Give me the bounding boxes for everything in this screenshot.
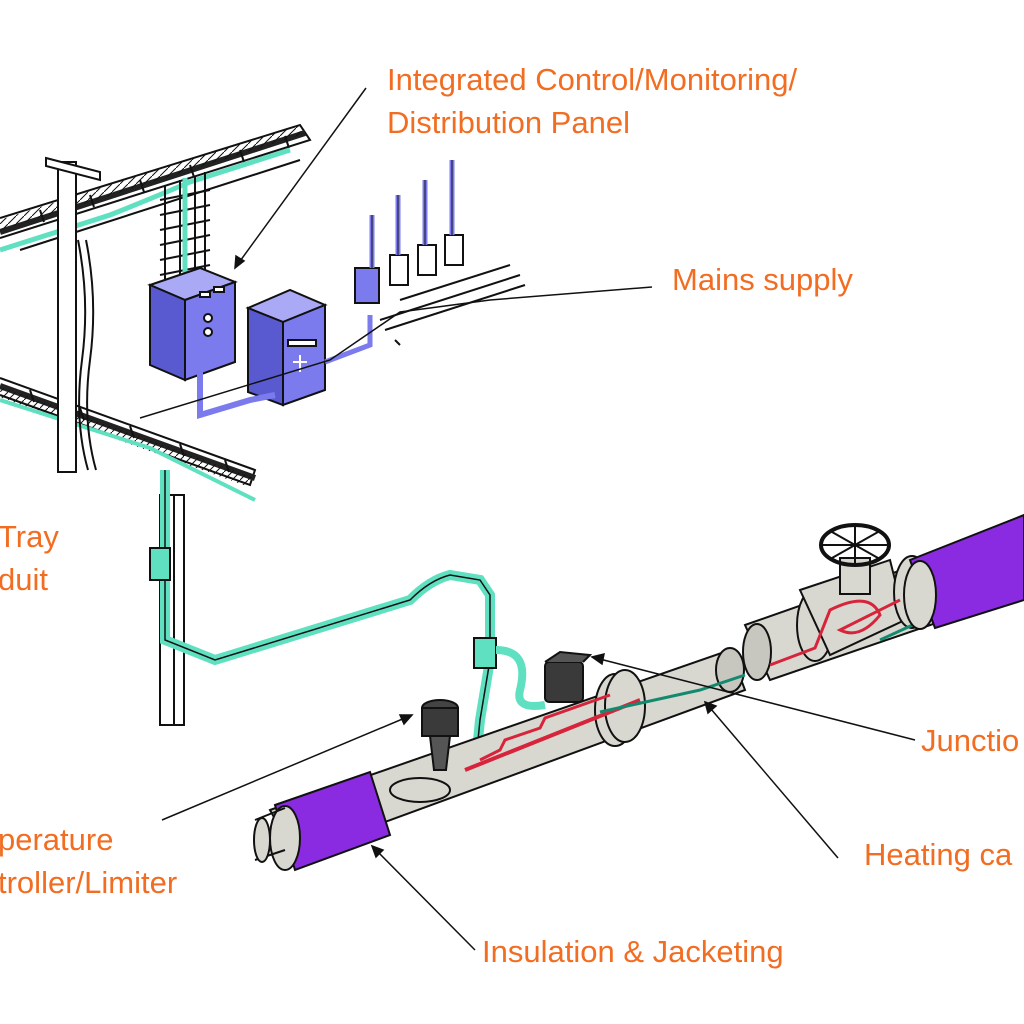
control-panel	[147, 266, 238, 382]
distribution-cabinet	[245, 288, 328, 407]
heating-cable-label: Heating ca	[864, 837, 1013, 872]
upper-tray-conduit	[0, 147, 291, 253]
temp-label-line2: troller/Limiter	[0, 865, 178, 901]
lower-cable-tray	[0, 377, 257, 487]
support-column	[45, 156, 101, 473]
valve-handwheel	[819, 523, 891, 567]
mains-label: Mains supply	[672, 262, 853, 297]
junction-box-drop	[149, 547, 171, 581]
tray-label-line2: duit	[0, 562, 48, 598]
upper-cable-tray	[0, 123, 312, 251]
pipe-junction-box	[544, 650, 593, 703]
junction-box-field	[473, 637, 497, 669]
junction-label: Junctio	[921, 723, 1020, 758]
temperature-controller	[389, 699, 459, 803]
insulation-left	[253, 770, 392, 872]
heating-cable	[464, 698, 641, 772]
panel-label-line2: Distribution Panel	[387, 105, 630, 141]
leader-lines	[139, 87, 916, 951]
insulation-right	[903, 513, 1024, 630]
temp-label-line1: perature	[0, 822, 114, 857]
tray-conduit-label: Tray duit	[0, 515, 59, 602]
temperature-controller-label: perature troller/Limiter	[0, 818, 177, 905]
mains-switches	[354, 160, 526, 346]
panel-label: Integrated Control/Monitoring/ Distribut…	[387, 58, 797, 145]
panel-label-line1: Integrated Control/Monitoring/	[387, 62, 798, 97]
tray-label-line1: Tray	[0, 519, 59, 554]
insulation-label: Insulation & Jacketing	[482, 934, 784, 969]
